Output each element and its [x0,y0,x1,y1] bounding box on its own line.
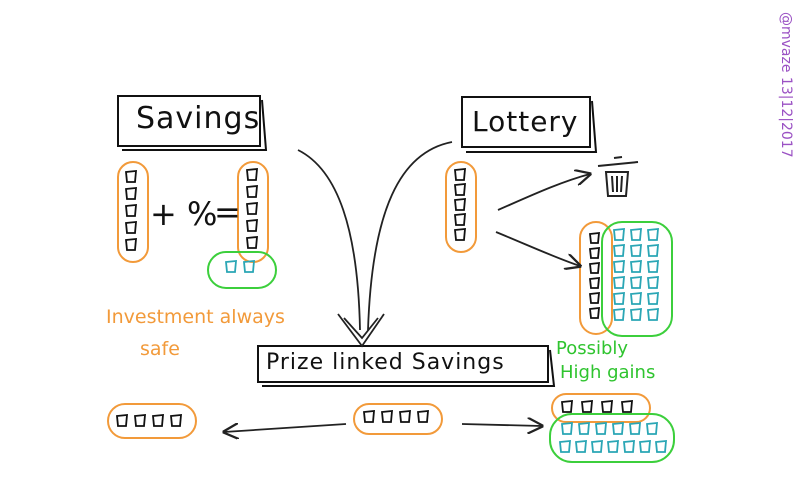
coin [630,291,642,305]
coin [655,439,667,453]
equals-label: = [214,193,241,231]
coin [647,291,659,305]
enclosures [107,161,675,463]
savings-deposit-group [117,161,149,263]
coin [246,235,258,249]
coin [621,399,633,413]
coin [246,167,258,181]
coin [246,218,258,232]
coin [647,259,659,273]
coin [613,307,625,321]
coin [613,291,625,305]
investment-safe-note-line2: safe [140,338,180,360]
coin [454,182,466,196]
plus-percent-label: + % [150,195,218,233]
coin [613,227,625,241]
coin [595,421,607,435]
coin [454,197,466,211]
coin [578,421,590,435]
coin [417,409,429,423]
coin [454,212,466,226]
lottery-stake-group [445,161,477,253]
savings-box [117,95,268,151]
coin [613,275,625,289]
high-gains-note-line2: High gains [560,362,656,383]
prize-linked-savings-title: Prize linked Savings [266,350,505,375]
savings-result-group [237,161,269,263]
coin [629,421,641,435]
coin [170,413,182,427]
coin [639,439,651,453]
coin [561,421,573,435]
coin [559,439,571,453]
coin [601,399,613,413]
coin [399,409,411,423]
investment-safe-note-line1: Investment always [106,306,285,328]
arrows [224,141,590,432]
trash-icon [597,156,639,197]
coin [630,259,642,273]
lottery-win-stake-group [579,221,613,335]
right-arrow-icon [497,174,590,211]
coin [381,409,393,423]
coin [630,275,642,289]
prize-linked-savings-box [257,345,556,387]
coin [125,169,137,183]
interest-group [207,251,277,289]
coin [363,409,375,423]
coin [613,259,625,273]
savings-title: Savings [136,101,261,136]
coin [225,259,237,273]
coin [561,399,573,413]
coin [630,307,642,321]
prize-win-gains-group [549,413,675,463]
coin [454,167,466,181]
coin [607,439,619,453]
coin [152,413,164,427]
coin [646,421,658,435]
coin [575,439,587,453]
coin [589,231,601,244]
coin [647,243,659,257]
coins-teal [225,227,667,453]
coin [647,275,659,289]
coin [613,243,625,257]
coin [581,399,593,413]
coin [589,246,601,259]
coin [125,186,137,200]
coin [589,306,601,319]
coin [246,201,258,215]
coin [125,237,137,251]
lottery-box [461,96,598,153]
lottery-title: Lottery [472,105,579,138]
coin [116,413,128,427]
prize-win-stake-group [551,393,651,423]
down-arrow-icon [297,149,361,331]
coin [630,227,642,241]
coins-black [116,167,633,427]
author-signature: @mvaze 13|12|2017 [778,12,794,158]
safe-savings-group [107,403,197,439]
coin [125,203,137,217]
high-gains-note-line1: Possibly [556,338,629,359]
left-arrow-icon [224,424,347,432]
coin [623,439,635,453]
coin [243,259,255,273]
coin [630,243,642,257]
coin [454,227,466,241]
coin [591,439,603,453]
prize-stake-group [353,403,443,435]
coin [647,307,659,321]
coin [589,261,601,274]
lottery-win-gains-group [601,221,673,337]
coin [589,276,601,289]
coin [589,291,601,304]
coin [125,220,137,234]
coin [134,413,146,427]
coin [647,227,659,241]
coin [612,421,624,435]
coin [246,184,258,198]
